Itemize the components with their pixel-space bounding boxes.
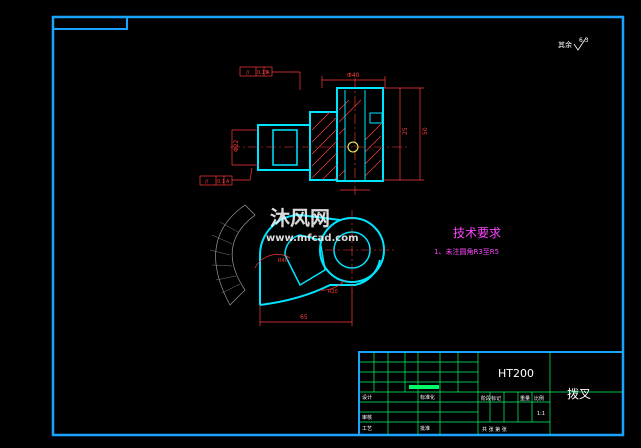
front-view [230,78,410,195]
svg-text:A: A [226,179,230,185]
front-dimension-text: Φ40 25 50 Φ22 // 0.15 A // 0.1 A [205,70,429,185]
reference-tab [53,17,128,30]
svg-text:1:1: 1:1 [537,411,545,417]
svg-text:A: A [266,70,270,76]
front-dimensions [199,66,424,191]
svg-text:0.15: 0.15 [257,70,268,76]
svg-text:比例: 比例 [534,395,544,402]
tech-note: 1、未注圆角R3至R5 [434,247,499,256]
part-name: 拨叉 [567,387,591,401]
top-view [209,204,395,306]
watermark-brand: 沐风网 [270,206,330,230]
svg-text:标准化: 标准化 [420,394,435,401]
svg-text:重量: 重量 [520,395,530,402]
svg-text:R40: R40 [278,258,288,264]
svg-text:65: 65 [300,314,308,321]
watermark: 沐风网 www.mfcad.com [266,206,359,244]
svg-text:Φ22: Φ22 [233,139,240,152]
svg-text:R20: R20 [328,289,338,295]
svg-text:批准: 批准 [420,425,430,432]
svg-text://: // [246,70,250,76]
svg-text:阶段标记: 阶段标记 [481,395,501,402]
svg-text:共 张 第 张: 共 张 第 张 [482,426,507,433]
roughness-symbol: 其余 6.3 [558,37,589,51]
svg-text:工艺: 工艺 [362,426,372,432]
material: HT200 [498,367,534,380]
svg-text:设计: 设计 [362,394,372,401]
tech-title: 技术要求 [453,226,501,240]
roughness-label: 其余 [558,40,572,49]
watermark-url: www.mfcad.com [266,233,359,244]
svg-text:Φ40: Φ40 [347,72,360,79]
top-dimensions [254,254,353,326]
drawing-border [51,15,625,437]
svg-text:审核: 审核 [362,414,372,421]
svg-text:0.1: 0.1 [217,179,225,185]
svg-text://: // [205,179,209,185]
svg-text:25: 25 [402,127,409,135]
title-block: HT200 拨叉 设计 审核 工艺 标准化 批准 阶段标记 重量 比例 1:1 … [358,351,624,436]
svg-text:50: 50 [422,127,429,135]
top-dimension-text: 65 R40 R20 [278,258,338,321]
